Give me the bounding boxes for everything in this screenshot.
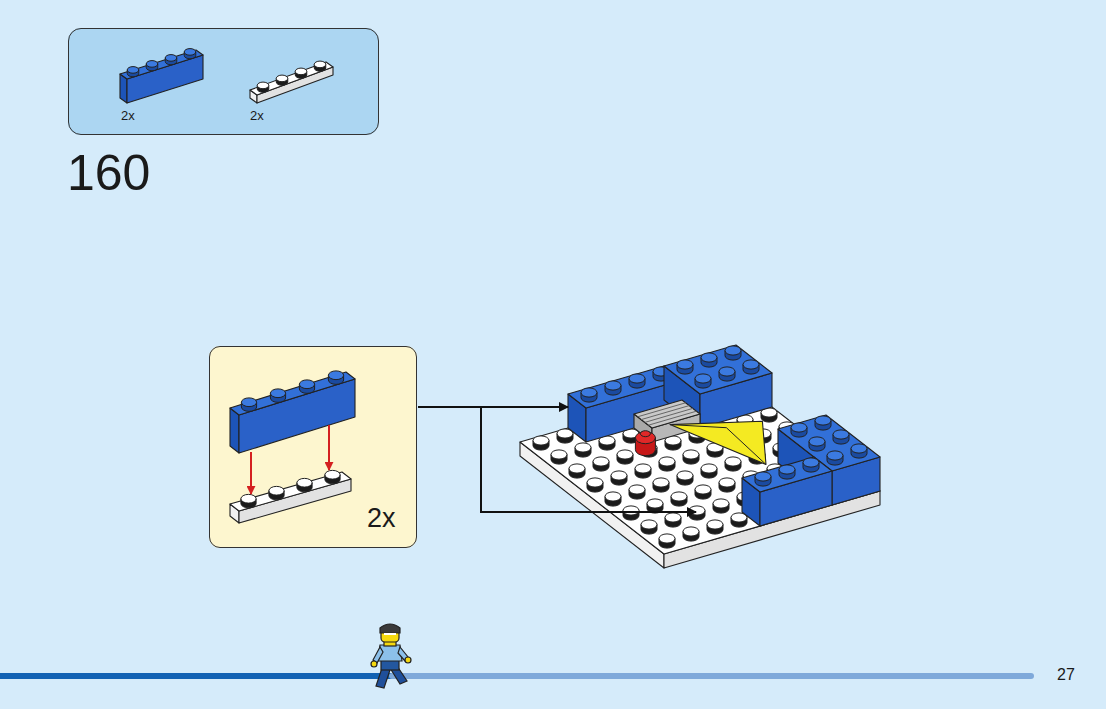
stud-top [165, 55, 177, 62]
drawing-stroke [670, 425, 726, 428]
drawing-stroke [641, 406, 689, 420]
quantity-label: 2x [367, 505, 396, 532]
stud-top [689, 506, 705, 515]
stud-top [184, 49, 196, 56]
stud-top [653, 478, 669, 487]
stud-top [623, 506, 639, 515]
stud-top [314, 61, 326, 68]
stud-top [809, 437, 825, 446]
callout-drawing [230, 371, 355, 523]
stud-top [605, 381, 621, 390]
placement-arrow [328, 425, 330, 470]
progress-bar-done [0, 673, 392, 679]
stud-top [695, 485, 711, 494]
stud-top [719, 478, 735, 487]
round-piece-top [635, 432, 655, 444]
stud-top [270, 389, 285, 398]
step-number: 160 [67, 148, 150, 198]
brick-face [257, 67, 333, 103]
stud-top [587, 478, 603, 487]
stud-top [803, 458, 819, 467]
stud-top [593, 457, 609, 466]
stud-top [725, 346, 741, 355]
stud-top [295, 68, 307, 75]
stud-top [779, 465, 795, 474]
stud-top [791, 423, 807, 432]
stud-top [605, 492, 621, 501]
drawing-stroke [726, 428, 766, 465]
stud-top [241, 494, 256, 503]
stud-top [297, 478, 312, 487]
brick-face [670, 421, 766, 464]
stud-top [701, 353, 717, 362]
stud-top [569, 464, 585, 473]
pointer-arrows [418, 407, 696, 512]
stud-top [257, 82, 269, 89]
stud-top [707, 520, 723, 529]
stud-top [269, 486, 284, 495]
stud-top [677, 360, 693, 369]
stud-top [635, 464, 651, 473]
stud-top [815, 416, 831, 425]
stud-top [241, 398, 256, 407]
drawing-stroke [638, 403, 686, 417]
drawing-stroke [645, 408, 693, 422]
stud-top [641, 520, 657, 529]
stud-top [701, 464, 717, 473]
quantity-label: 2x [250, 109, 264, 122]
stud-top [581, 388, 597, 397]
stud-top [713, 499, 729, 508]
stud-top [146, 61, 158, 68]
minifigure [371, 624, 411, 688]
brick-face [127, 55, 203, 103]
page-number: 27 [1057, 667, 1075, 683]
stud-top [276, 75, 288, 82]
stud-top [719, 367, 735, 376]
progress-bar-rest [392, 673, 1031, 679]
stud-top [755, 472, 771, 481]
stud-top [659, 534, 675, 543]
stud-top [695, 374, 711, 383]
quantity-label: 2x [121, 109, 135, 122]
stud-top [851, 444, 867, 453]
stud-top [629, 485, 645, 494]
stud-top [617, 450, 633, 459]
stud-top [647, 499, 663, 508]
stud-top [127, 67, 139, 74]
brick-face [250, 62, 333, 95]
model-drawing [520, 345, 880, 568]
stud-top [683, 450, 699, 459]
placement-arrow [250, 452, 252, 494]
parts-list-panel: 2x 2x [68, 28, 379, 135]
stud-top [683, 527, 699, 536]
parts-panel-fill [68, 28, 379, 135]
brick-face [742, 457, 832, 492]
stud-top [677, 471, 693, 480]
stud-top [611, 471, 627, 480]
stud-top [629, 374, 645, 383]
sub-assembly-callout: 2x [209, 346, 417, 548]
parts-drawing [120, 49, 333, 103]
stud-top [328, 371, 343, 380]
brick-face [664, 345, 772, 394]
brick-face [230, 408, 239, 453]
round-piece-top [640, 431, 650, 437]
stud-top [551, 450, 567, 459]
stud-top [575, 443, 591, 452]
callout-fill [209, 346, 417, 548]
stud-top [827, 451, 843, 460]
stud-top [665, 513, 681, 522]
stud-top [743, 360, 759, 369]
stud-top [533, 436, 549, 445]
drawing-stroke [648, 411, 696, 425]
stud-top [325, 470, 340, 479]
stud-top [671, 492, 687, 501]
stud-top [833, 430, 849, 439]
stud-top [299, 380, 314, 389]
stud-top [725, 457, 741, 466]
stud-top [659, 457, 675, 466]
